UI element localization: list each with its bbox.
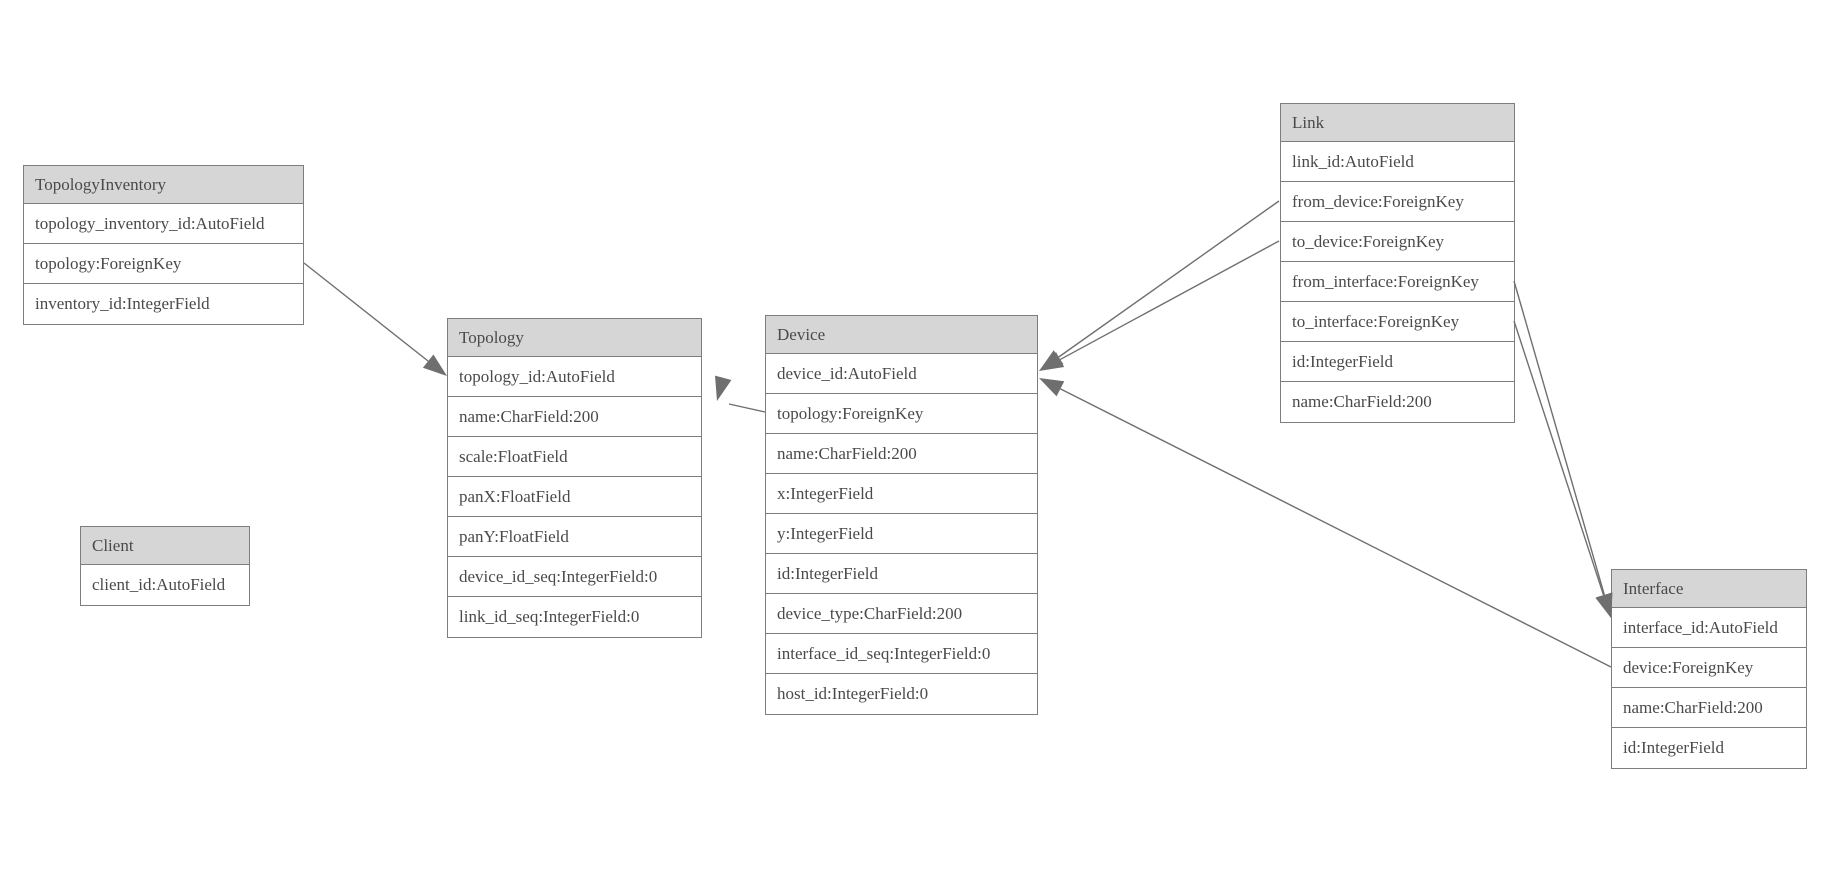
entity-field-row: id:IntegerField: [1612, 728, 1806, 768]
edge-link-from-interface-line: [1513, 280, 1606, 596]
entity-field-row: link_id_seq:IntegerField:0: [448, 597, 701, 637]
edge-link-to-device-arrowhead: [1039, 352, 1065, 371]
edge-link-to-device-line: [1059, 240, 1280, 361]
edge-device-topology-line: [728, 403, 766, 413]
entity-field-row: interface_id_seq:IntegerField:0: [766, 634, 1037, 674]
entity-title-link: Link: [1281, 104, 1514, 142]
edge-topologyinventory-topology-arrowhead: [422, 354, 447, 376]
entity-field-row: from_interface:ForeignKey: [1281, 262, 1514, 302]
edge-link-to-interface-line: [1513, 320, 1605, 596]
entity-field-row: name:CharField:200: [1612, 688, 1806, 728]
entity-field-row: scale:FloatField: [448, 437, 701, 477]
entity-title-client: Client: [81, 527, 249, 565]
entity-title-device: Device: [766, 316, 1037, 354]
entity-field-row: y:IntegerField: [766, 514, 1037, 554]
entity-field-row: interface_id:AutoField: [1612, 608, 1806, 648]
entity-field-row: host_id:IntegerField:0: [766, 674, 1037, 714]
edge-link-to-interface-arrowhead: [1595, 592, 1612, 618]
entity-title-topology: Topology: [448, 319, 701, 357]
entity-field-row: id:IntegerField: [1281, 342, 1514, 382]
edge-topologyinventory-topology-line: [303, 262, 429, 362]
edge-link-from-device-line: [1058, 200, 1280, 358]
entity-field-row: device:ForeignKey: [1612, 648, 1806, 688]
entity-field-row: device_id:AutoField: [766, 354, 1037, 394]
entity-field-row: inventory_id:IntegerField: [24, 284, 303, 324]
entity-field-row: device_type:CharField:200: [766, 594, 1037, 634]
edge-device-topology-arrowhead: [715, 375, 732, 401]
entity-title-topologyinventory: TopologyInventory: [24, 166, 303, 204]
entity-field-row: to_device:ForeignKey: [1281, 222, 1514, 262]
entity-field-row: name:CharField:200: [766, 434, 1037, 474]
entity-field-row: from_device:ForeignKey: [1281, 182, 1514, 222]
entity-field-row: to_interface:ForeignKey: [1281, 302, 1514, 342]
entity-field-row: client_id:AutoField: [81, 565, 249, 605]
entity-field-row: x:IntegerField: [766, 474, 1037, 514]
entity-field-row: topology:ForeignKey: [766, 394, 1037, 434]
entity-field-row: device_id_seq:IntegerField:0: [448, 557, 701, 597]
entity-field-row: panY:FloatField: [448, 517, 701, 557]
edge-link-from-device-arrowhead: [1039, 350, 1064, 371]
entity-field-row: link_id:AutoField: [1281, 142, 1514, 182]
edge-interface-device-arrowhead: [1039, 378, 1065, 397]
edge-interface-device-line: [1060, 388, 1612, 668]
entity-field-row: topology:ForeignKey: [24, 244, 303, 284]
entity-title-interface: Interface: [1612, 570, 1806, 608]
entity-field-row: panX:FloatField: [448, 477, 701, 517]
entity-field-row: topology_id:AutoField: [448, 357, 701, 397]
entity-field-row: id:IntegerField: [766, 554, 1037, 594]
entity-field-row: name:CharField:200: [448, 397, 701, 437]
entity-field-row: topology_inventory_id:AutoField: [24, 204, 303, 244]
entity-field-row: name:CharField:200: [1281, 382, 1514, 422]
